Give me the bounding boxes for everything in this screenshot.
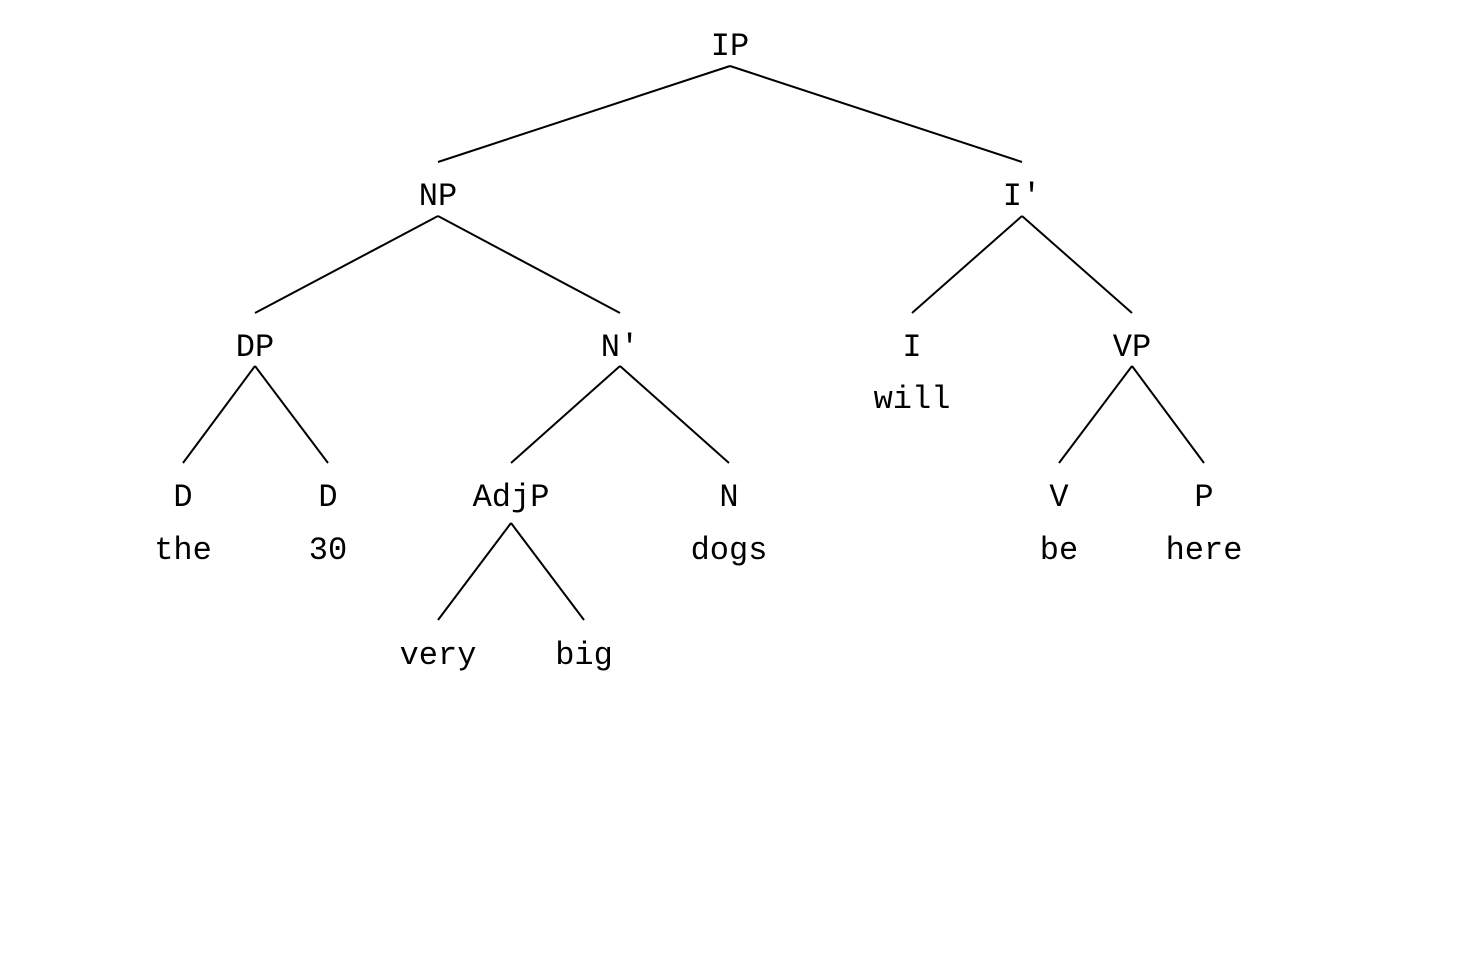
branch-adjp-very <box>437 522 512 621</box>
node-adjp: AdjP <box>473 479 550 516</box>
branch-ibar-vp <box>1021 215 1133 314</box>
node-v: V <box>1049 479 1069 516</box>
tree-terminal-words: will the 30 dogs be here very big <box>154 381 1242 674</box>
node-np: NP <box>419 178 457 215</box>
node-p: P <box>1194 479 1213 516</box>
branch-nbar-n <box>619 365 730 464</box>
node-d1: D <box>173 479 192 516</box>
tree-node-labels: IP NP I' DP N' I VP D D AdjP N V P <box>173 28 1213 516</box>
branch-dp-d1 <box>182 365 256 464</box>
branch-dp-d2 <box>254 365 329 464</box>
node-ibar: I' <box>1003 178 1041 215</box>
word-30: 30 <box>309 532 347 569</box>
branch-np-dp <box>254 215 439 314</box>
node-dp: DP <box>236 329 274 366</box>
branch-ip-ibar <box>729 65 1023 163</box>
word-very: very <box>400 637 477 674</box>
node-d2: D <box>318 479 337 516</box>
branch-adjp-big <box>510 522 585 621</box>
word-the: the <box>154 532 212 569</box>
word-be: be <box>1040 532 1078 569</box>
word-here: here <box>1166 532 1243 569</box>
node-nbar: N' <box>601 329 639 366</box>
branch-ibar-i <box>911 215 1023 314</box>
node-vp: VP <box>1113 329 1151 366</box>
word-dogs: dogs <box>691 532 768 569</box>
branch-np-nbar <box>437 215 621 314</box>
node-n: N <box>719 479 738 516</box>
tree-branches <box>182 65 1205 621</box>
branch-nbar-adjp <box>510 365 621 464</box>
branch-vp-p <box>1131 365 1205 464</box>
branch-vp-v <box>1058 365 1133 464</box>
node-ip: IP <box>711 28 749 65</box>
word-big: big <box>555 637 613 674</box>
word-will: will <box>874 381 951 418</box>
branch-ip-np <box>437 65 731 163</box>
node-i: I <box>902 329 921 366</box>
